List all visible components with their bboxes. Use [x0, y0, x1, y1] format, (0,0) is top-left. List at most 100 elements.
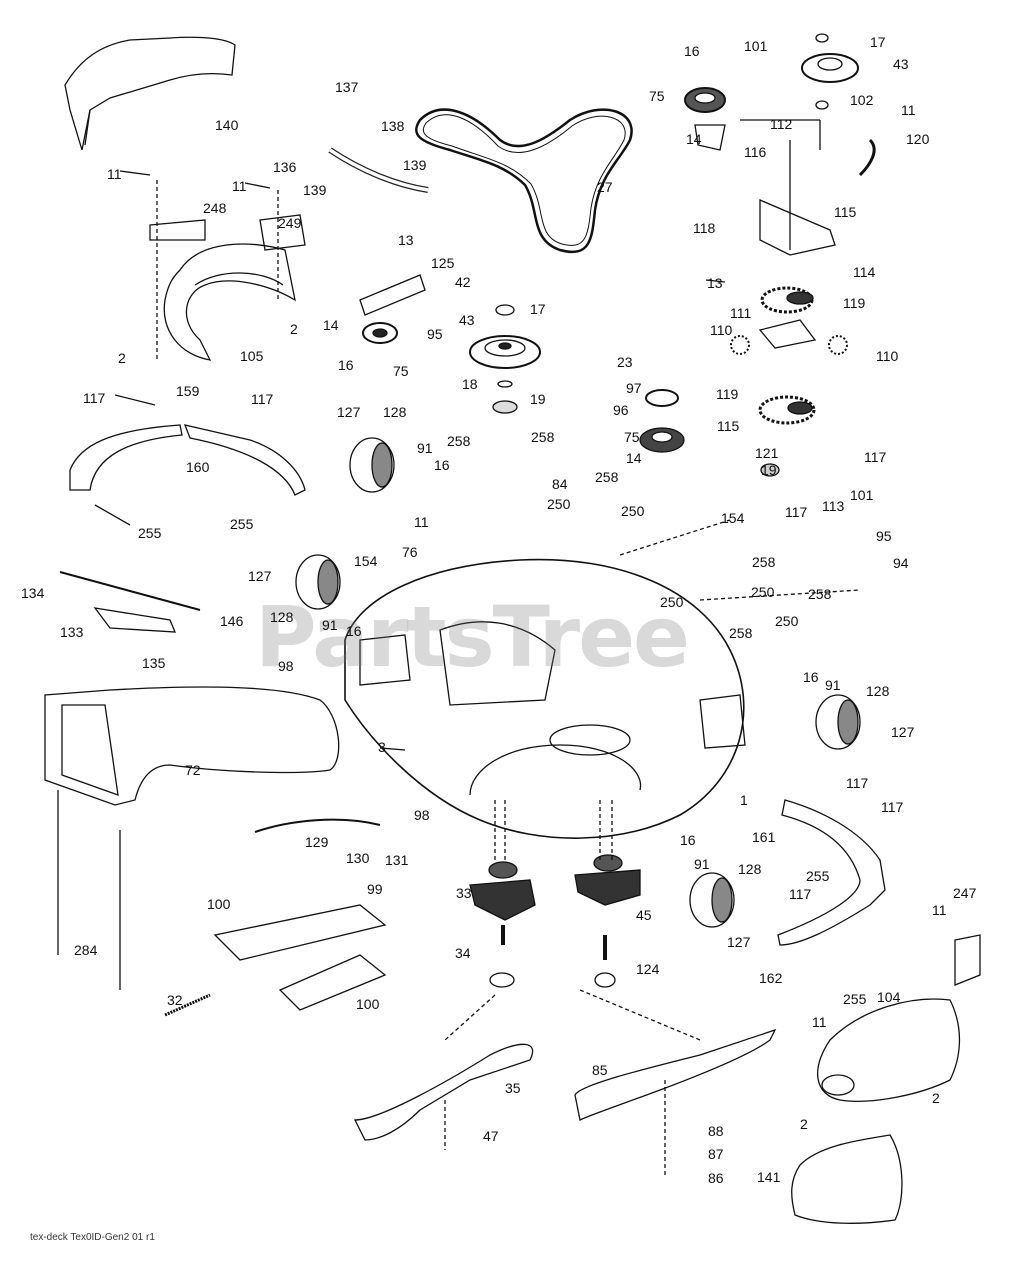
callout-label: 117 — [785, 504, 808, 520]
callout-label: 42 — [455, 274, 471, 290]
callout-label: 138 — [381, 118, 405, 134]
callout-label: 129 — [305, 834, 329, 850]
callout-label: 121 — [755, 445, 779, 461]
callout-label: 137 — [335, 79, 359, 95]
callout-label: 136 — [273, 159, 297, 175]
callout-label: 72 — [185, 762, 201, 778]
callout-label: 91 — [825, 677, 841, 693]
callout-label: 94 — [893, 555, 909, 571]
callout-label: 255 — [806, 868, 830, 884]
callout-label: 91 — [417, 440, 433, 456]
callout-label: 23 — [617, 354, 633, 370]
callout-label: 154 — [354, 553, 378, 569]
callout-label: 17 — [870, 34, 886, 50]
callout-label: 102 — [850, 92, 874, 108]
callout-label: 3 — [378, 739, 386, 755]
callout-label: 98 — [278, 658, 294, 674]
callout-label: 11 — [812, 1014, 827, 1030]
callout-label: 117 — [251, 391, 274, 407]
callout-label: 250 — [660, 594, 684, 610]
callout-label: 88 — [708, 1123, 724, 1139]
callout-label: 248 — [203, 200, 227, 216]
callout-label: 127 — [891, 724, 915, 740]
callout-label: 128 — [866, 683, 890, 699]
callout-label: 19 — [761, 462, 777, 478]
callout-label: 101 — [744, 38, 768, 54]
callout-label: 118 — [693, 220, 716, 236]
callout-label: 2 — [932, 1090, 940, 1106]
callout-label: 35 — [505, 1080, 521, 1096]
callout-label: 125 — [431, 255, 455, 271]
callout-label: 86 — [708, 1170, 724, 1186]
callout-label: 95 — [876, 528, 892, 544]
callout-label: 91 — [694, 856, 710, 872]
callout-label: 100 — [207, 896, 231, 912]
callout-label: 11 — [414, 514, 429, 530]
callout-label: 11 — [932, 902, 947, 918]
callout-label: 116 — [744, 144, 767, 160]
callout-label: 250 — [547, 496, 571, 512]
callout-label: 134 — [21, 585, 45, 601]
callout-label: 258 — [595, 469, 619, 485]
callout-label: 112 — [770, 116, 793, 132]
callout-label: 258 — [808, 586, 832, 602]
callout-label: 115 — [717, 418, 740, 434]
callout-label: 91 — [322, 617, 338, 633]
callout-label: 16 — [803, 669, 819, 685]
callout-label: 128 — [270, 609, 294, 625]
callout-label: 96 — [613, 402, 629, 418]
callout-label: 162 — [759, 970, 783, 986]
callout-label: 139 — [403, 157, 427, 173]
callout-label: 128 — [738, 861, 762, 877]
callout-label: 115 — [834, 204, 857, 220]
callout-label: 98 — [414, 807, 430, 823]
callout-label: 154 — [721, 510, 745, 526]
callout-label: 75 — [624, 429, 640, 445]
callout-label: 16 — [338, 357, 354, 373]
callout-label: 250 — [621, 503, 645, 519]
callout-label: 14 — [323, 317, 339, 333]
callout-label: 87 — [708, 1146, 724, 1162]
callout-label: 130 — [346, 850, 370, 866]
callout-label: 141 — [757, 1169, 781, 1185]
callout-label: 16 — [684, 43, 700, 59]
callout-label: 117 — [881, 799, 904, 815]
callout-label: 2 — [290, 321, 298, 337]
callout-label: 99 — [367, 881, 383, 897]
callout-label: 258 — [531, 429, 555, 445]
callout-label: 11 — [901, 102, 916, 118]
callout-label: 111 — [730, 305, 752, 321]
callout-label: 16 — [680, 832, 696, 848]
callout-label: 117 — [864, 449, 887, 465]
callout-label: 117 — [83, 390, 106, 406]
callout-label: 1 — [740, 792, 748, 808]
watermark: PartsTree — [255, 588, 690, 686]
callout-label: 250 — [775, 613, 799, 629]
callout-label: 14 — [626, 450, 642, 466]
callout-label: 127 — [337, 404, 361, 420]
callout-label: 18 — [462, 376, 478, 392]
callout-label: 11 — [232, 178, 247, 194]
footer-code: tex-deck Tex0ID-Gen2 01 r1 — [30, 1232, 155, 1243]
callout-label: 117 — [846, 775, 869, 791]
callout-label: 34 — [455, 945, 471, 961]
callout-label: 161 — [752, 829, 776, 845]
callout-label: 110 — [876, 348, 899, 364]
callout-label: 250 — [751, 584, 775, 600]
callout-label: 84 — [552, 476, 568, 492]
callout-label: 124 — [636, 961, 660, 977]
callout-label: 85 — [592, 1062, 608, 1078]
callout-label: 47 — [483, 1128, 499, 1144]
callout-label: 75 — [649, 88, 665, 104]
callout-label: 11 — [107, 166, 122, 182]
callout-label: 2 — [800, 1116, 808, 1132]
callout-label: 76 — [402, 544, 418, 560]
callout-label: 32 — [167, 992, 183, 1008]
callout-label: 255 — [230, 516, 254, 532]
callout-label: 95 — [427, 326, 443, 342]
callout-label: 14 — [686, 131, 702, 147]
callout-label: 159 — [176, 383, 200, 399]
callout-label: 75 — [393, 363, 409, 379]
callout-label: 13 — [707, 275, 723, 291]
